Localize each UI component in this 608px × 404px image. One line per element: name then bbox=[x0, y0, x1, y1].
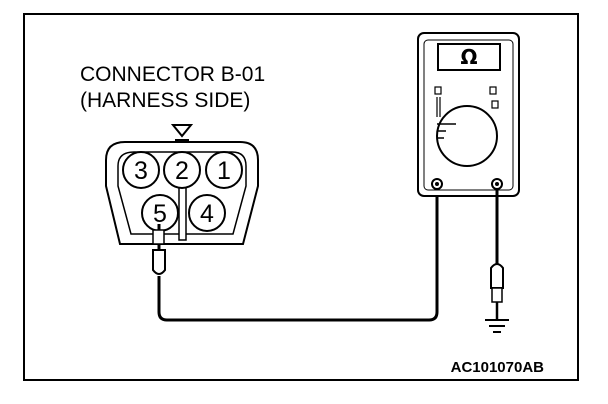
figure-code: AC101070AB bbox=[451, 359, 545, 376]
test-lead-wire bbox=[157, 184, 439, 322]
connector-label-line1: CONNECTOR B-01 bbox=[80, 63, 265, 86]
orientation-triangle-icon bbox=[170, 124, 194, 138]
svg-text:3: 3 bbox=[134, 157, 148, 185]
meter-display bbox=[437, 43, 501, 71]
connector-pin-5: 5 bbox=[141, 194, 179, 232]
svg-text:5: 5 bbox=[153, 200, 167, 228]
connector-pin-1: 1 bbox=[205, 151, 243, 189]
connector-pin-3: 3 bbox=[122, 151, 160, 189]
connector-housing bbox=[105, 141, 259, 245]
connector-pin-2: 2 bbox=[163, 151, 201, 189]
connector-b01: 3 2 1 5 4 bbox=[105, 141, 259, 245]
svg-text:1: 1 bbox=[217, 157, 231, 185]
ohmmeter: Ω bbox=[417, 32, 520, 197]
test-probe-right bbox=[490, 263, 504, 320]
connector-pin-4: 4 bbox=[188, 194, 226, 232]
connector-label-line2: (HARNESS SIDE) bbox=[80, 89, 250, 112]
svg-text:2: 2 bbox=[175, 157, 189, 185]
diagram-frame bbox=[23, 13, 579, 381]
meter-dial bbox=[436, 105, 498, 167]
svg-text:4: 4 bbox=[200, 200, 214, 228]
ground-icon bbox=[485, 319, 509, 333]
ohm-icon: Ω bbox=[460, 45, 477, 69]
test-probe-left bbox=[152, 224, 166, 275]
